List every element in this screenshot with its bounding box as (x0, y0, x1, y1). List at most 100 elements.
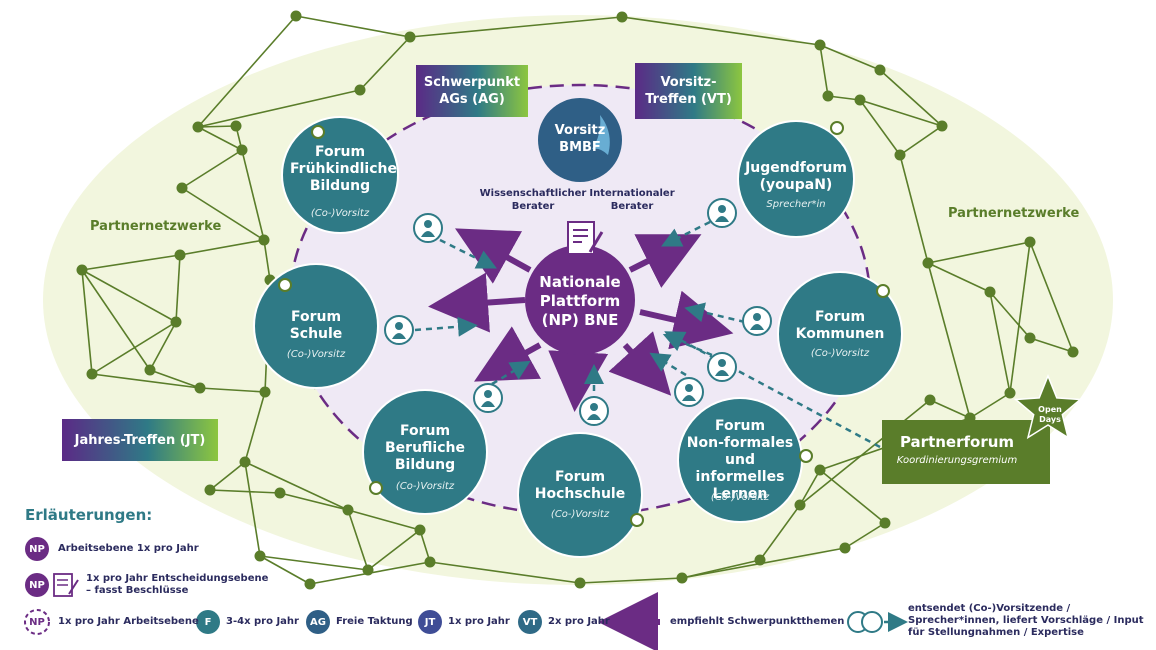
partnerforum-box (882, 420, 1050, 484)
network-node (616, 11, 628, 23)
person-head (685, 384, 693, 392)
person-head (590, 403, 598, 411)
network-node (839, 542, 851, 554)
legend-jt-text: 1x pro Jahr (448, 616, 510, 627)
forum-hochschule-sub: (Co-)Vorsitz (550, 509, 610, 520)
network-node (1004, 387, 1016, 399)
network-node (1067, 346, 1079, 358)
network-link (149, 369, 201, 389)
network-link (209, 461, 246, 491)
network-link (259, 555, 311, 585)
network-link (181, 187, 265, 241)
network-link (819, 44, 829, 97)
partnernetzwerke-right: Partnernetzwerke (948, 206, 1080, 221)
network-link (859, 99, 901, 156)
network-node (174, 249, 186, 261)
network-link (199, 387, 266, 393)
person-head (424, 220, 432, 228)
tag-ag: Schwerpunkt AGs (AG) (423, 75, 521, 107)
network-node (192, 121, 204, 133)
legend-f-badge: F (204, 616, 212, 628)
forum-hochschule-title: Forum Hochschule (534, 469, 626, 502)
person-body (750, 324, 764, 330)
network-node (424, 556, 436, 568)
legend-jt-badge: JT (424, 616, 436, 628)
network-link (81, 269, 151, 371)
network-link (91, 373, 201, 389)
partnerforum-sub: Koordinierungsgremium (896, 455, 1018, 466)
network-node (874, 64, 886, 76)
network-link (263, 239, 271, 281)
center-circle (525, 245, 635, 355)
network-node (230, 120, 242, 132)
network-node (1024, 332, 1036, 344)
forum-beruflich-sub: (Co-)Vorsitz (395, 481, 455, 492)
legend-arrow-text: empfiehlt Schwerpunktthemen (670, 616, 845, 627)
advisor-science: Wissenschaftlicher Berater (479, 188, 587, 212)
legend-vt-text: 2x pro Jahr (548, 616, 610, 627)
send-arrows (414, 220, 881, 449)
forum-kommunen-sub: (Co-)Vorsitz (810, 348, 870, 359)
vorsitz-label: Vorsitz BMBF (554, 123, 606, 155)
network-node (354, 84, 366, 96)
network-node (259, 386, 271, 398)
legend-np-badge-2: NP (29, 579, 45, 591)
network-link (799, 469, 821, 506)
person-head (718, 359, 726, 367)
network-node (86, 368, 98, 380)
network-node (814, 39, 826, 51)
network-node (854, 94, 866, 106)
network-node (274, 487, 286, 499)
partnerforum-title: Partnerforum (899, 433, 1015, 451)
network-link (429, 561, 581, 584)
network-node (342, 504, 354, 516)
network-link (359, 36, 411, 91)
person-body (392, 333, 406, 339)
network-link (819, 44, 881, 71)
network-link (859, 99, 943, 127)
network-node (936, 120, 948, 132)
center-label: Nationale Plattform (NP) BNE (539, 273, 621, 329)
network-node (879, 517, 891, 529)
person-head (718, 205, 726, 213)
forum-schule-title: Forum Schule (289, 309, 343, 342)
network-link (927, 262, 971, 419)
network-link (879, 69, 943, 127)
person-body (481, 401, 495, 407)
person-head (395, 322, 403, 330)
open-days-star (1013, 373, 1083, 440)
forum-nonformal-title: Forum Non-formales und informelles Lerne… (686, 418, 794, 502)
legend-np-dashed: 1x pro Jahr Arbeitsebene (58, 616, 199, 627)
forum-schule-sub: (Co-)Vorsitz (286, 349, 346, 360)
legend-vt-badge: VT (522, 616, 538, 628)
network-node (258, 234, 270, 246)
network-link (179, 239, 265, 256)
tag-jt: Jahres-Treffen (JT) (74, 432, 206, 448)
network-link (81, 269, 93, 375)
person-icons (384, 198, 772, 426)
person-body (421, 231, 435, 237)
network-link (181, 149, 243, 189)
forum-jugend-sub: Sprecher*in (766, 199, 826, 210)
network-link (621, 16, 821, 46)
network-node (1024, 236, 1036, 248)
person-body (682, 395, 696, 401)
network-node (676, 572, 688, 584)
network-node (76, 264, 88, 276)
network-node (239, 456, 251, 468)
network-link (81, 269, 177, 323)
network-link (295, 15, 411, 38)
forum-jugend-title: Jugendforum (youpaN) (745, 160, 847, 193)
network-link (91, 321, 177, 375)
tag-vt: Vorsitz- Treffen (VT) (645, 75, 732, 107)
network-link (347, 509, 369, 571)
network-link (197, 89, 361, 128)
network-link (927, 262, 991, 293)
network-link (1009, 241, 1031, 394)
network-link (1029, 337, 1074, 353)
open-days-label: Open Days (1038, 405, 1062, 424)
network-link (899, 125, 943, 156)
network-link (927, 241, 1031, 264)
legend-title: Erläuterungen: (25, 506, 153, 524)
